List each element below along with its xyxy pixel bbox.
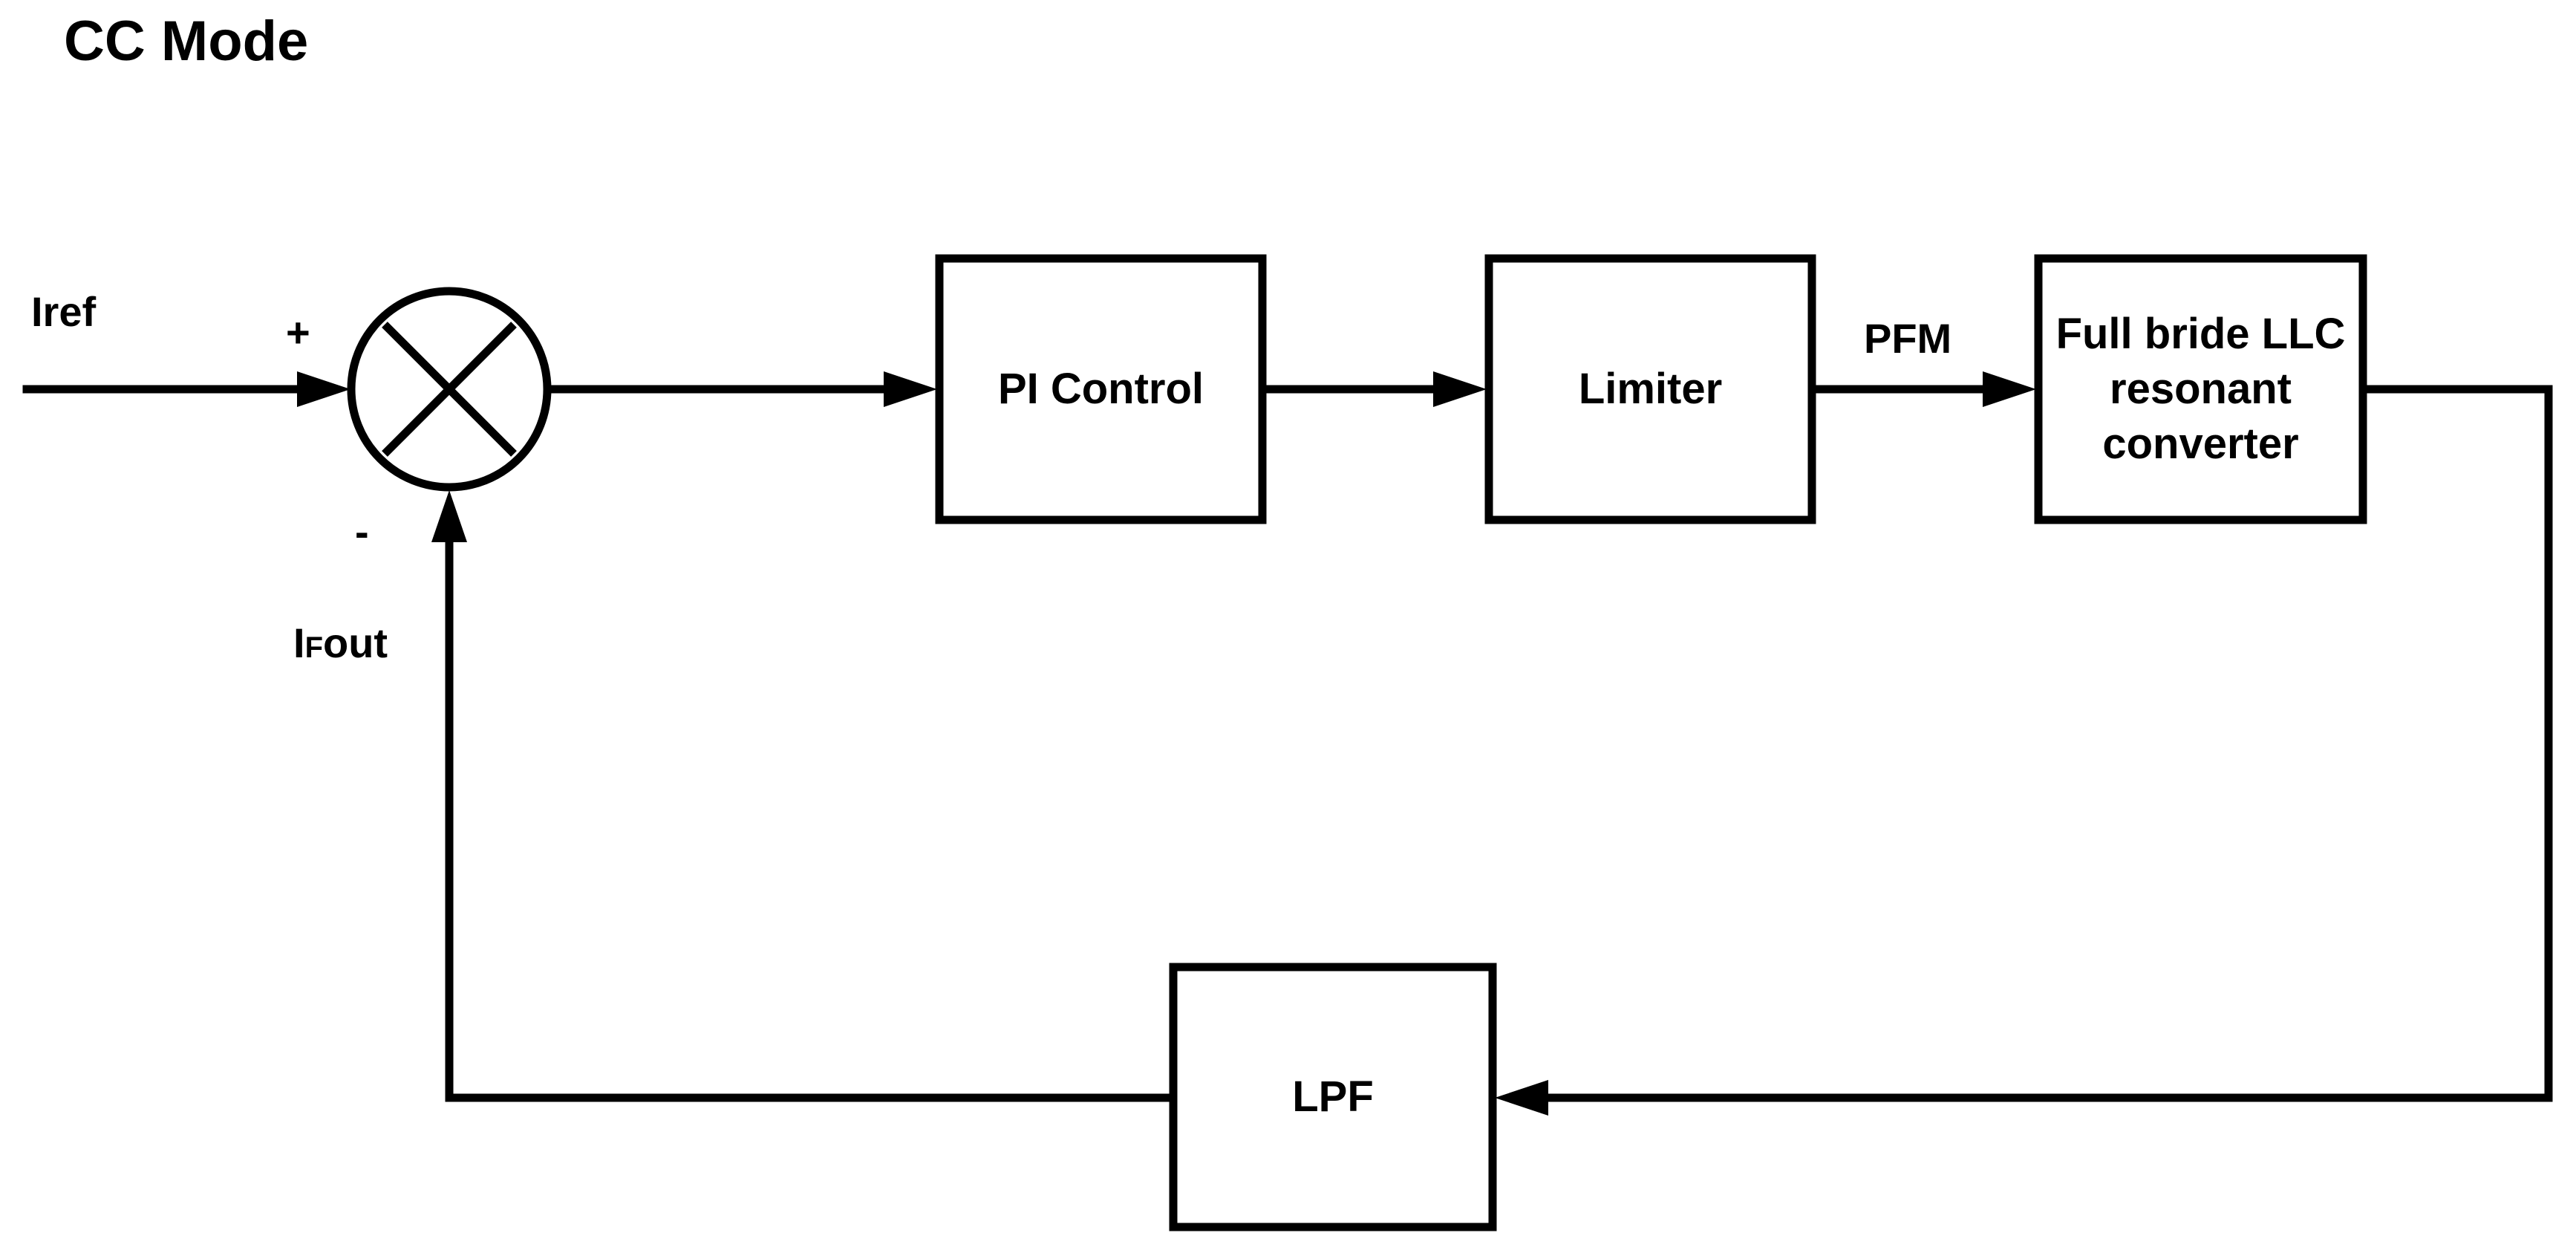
feedback-path-left: [445, 530, 1174, 1102]
arrowhead-input: [297, 371, 350, 407]
lpf-block: [1169, 963, 1497, 1231]
pi-control-block: [935, 254, 1267, 524]
input-label: Iref: [31, 288, 97, 335]
plus-sign: +: [286, 309, 310, 356]
arrowhead-lpf: [1495, 1080, 1548, 1116]
pi-control-label: PI Control: [997, 364, 1204, 413]
arrowhead-feedback: [431, 490, 467, 542]
arrowhead-limiter: [1433, 371, 1487, 407]
converter-block: [2034, 254, 2367, 524]
pfm-label: PFM: [1864, 315, 1952, 362]
lpf-label: LPF: [1292, 1072, 1374, 1121]
limiter-block: [1484, 254, 1816, 524]
summing-junction: [347, 287, 552, 492]
limiter-label: Limiter: [1578, 364, 1723, 413]
arrowhead-pi: [884, 371, 937, 407]
feedback-label: IFout: [293, 619, 388, 666]
arrowhead-converter: [1983, 371, 2036, 407]
minus-sign: -: [355, 508, 369, 555]
converter-label: Full bride LLC resonant converter: [2055, 309, 2346, 469]
diagram-title: CC Mode: [64, 10, 309, 73]
feedback-path-right: [1525, 385, 2553, 1102]
